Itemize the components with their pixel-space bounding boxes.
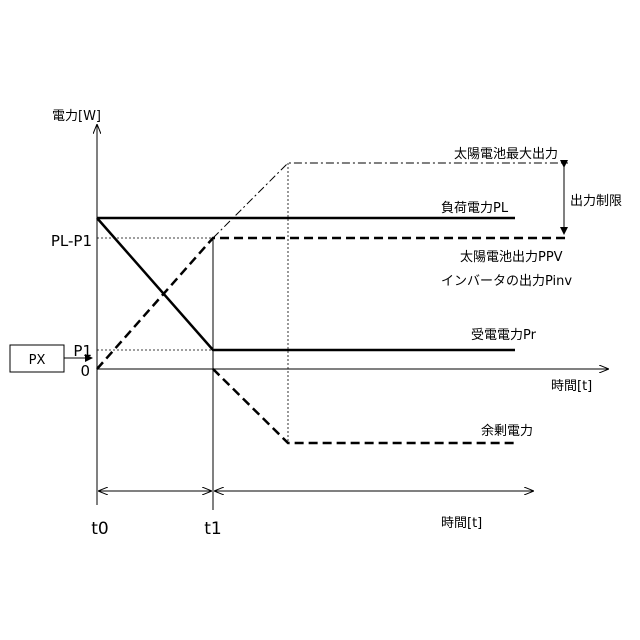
y-axis-label: 電力[W] <box>52 109 101 124</box>
label-received-power: 受電電力Pr <box>471 328 537 343</box>
px-box-label: PX <box>29 353 46 368</box>
surplus-power-line <box>213 369 515 443</box>
label-surplus-power: 余剰電力 <box>481 423 533 439</box>
tick-p1: P1 <box>73 342 92 360</box>
tick-pl-p1: PL-P1 <box>51 232 92 250</box>
solar-max-line <box>213 163 568 238</box>
time-label-t0: t0 <box>91 519 108 539</box>
label-output-limit: 出力制限 <box>570 194 622 209</box>
label-load-power: 負荷電力PL <box>441 201 509 216</box>
x-axis-label: 時間[t] <box>551 379 592 394</box>
label-solar-max: 太陽電池最大出力 <box>454 147 558 162</box>
tick-zero: 0 <box>80 362 90 380</box>
time-label-t1: t1 <box>204 519 221 539</box>
label-solar-output: 太陽電池出力PPV <box>460 250 563 265</box>
bottom-axis-label: 時間[t] <box>441 516 482 531</box>
label-inverter-output: インバータの出力Pinv <box>441 274 572 289</box>
